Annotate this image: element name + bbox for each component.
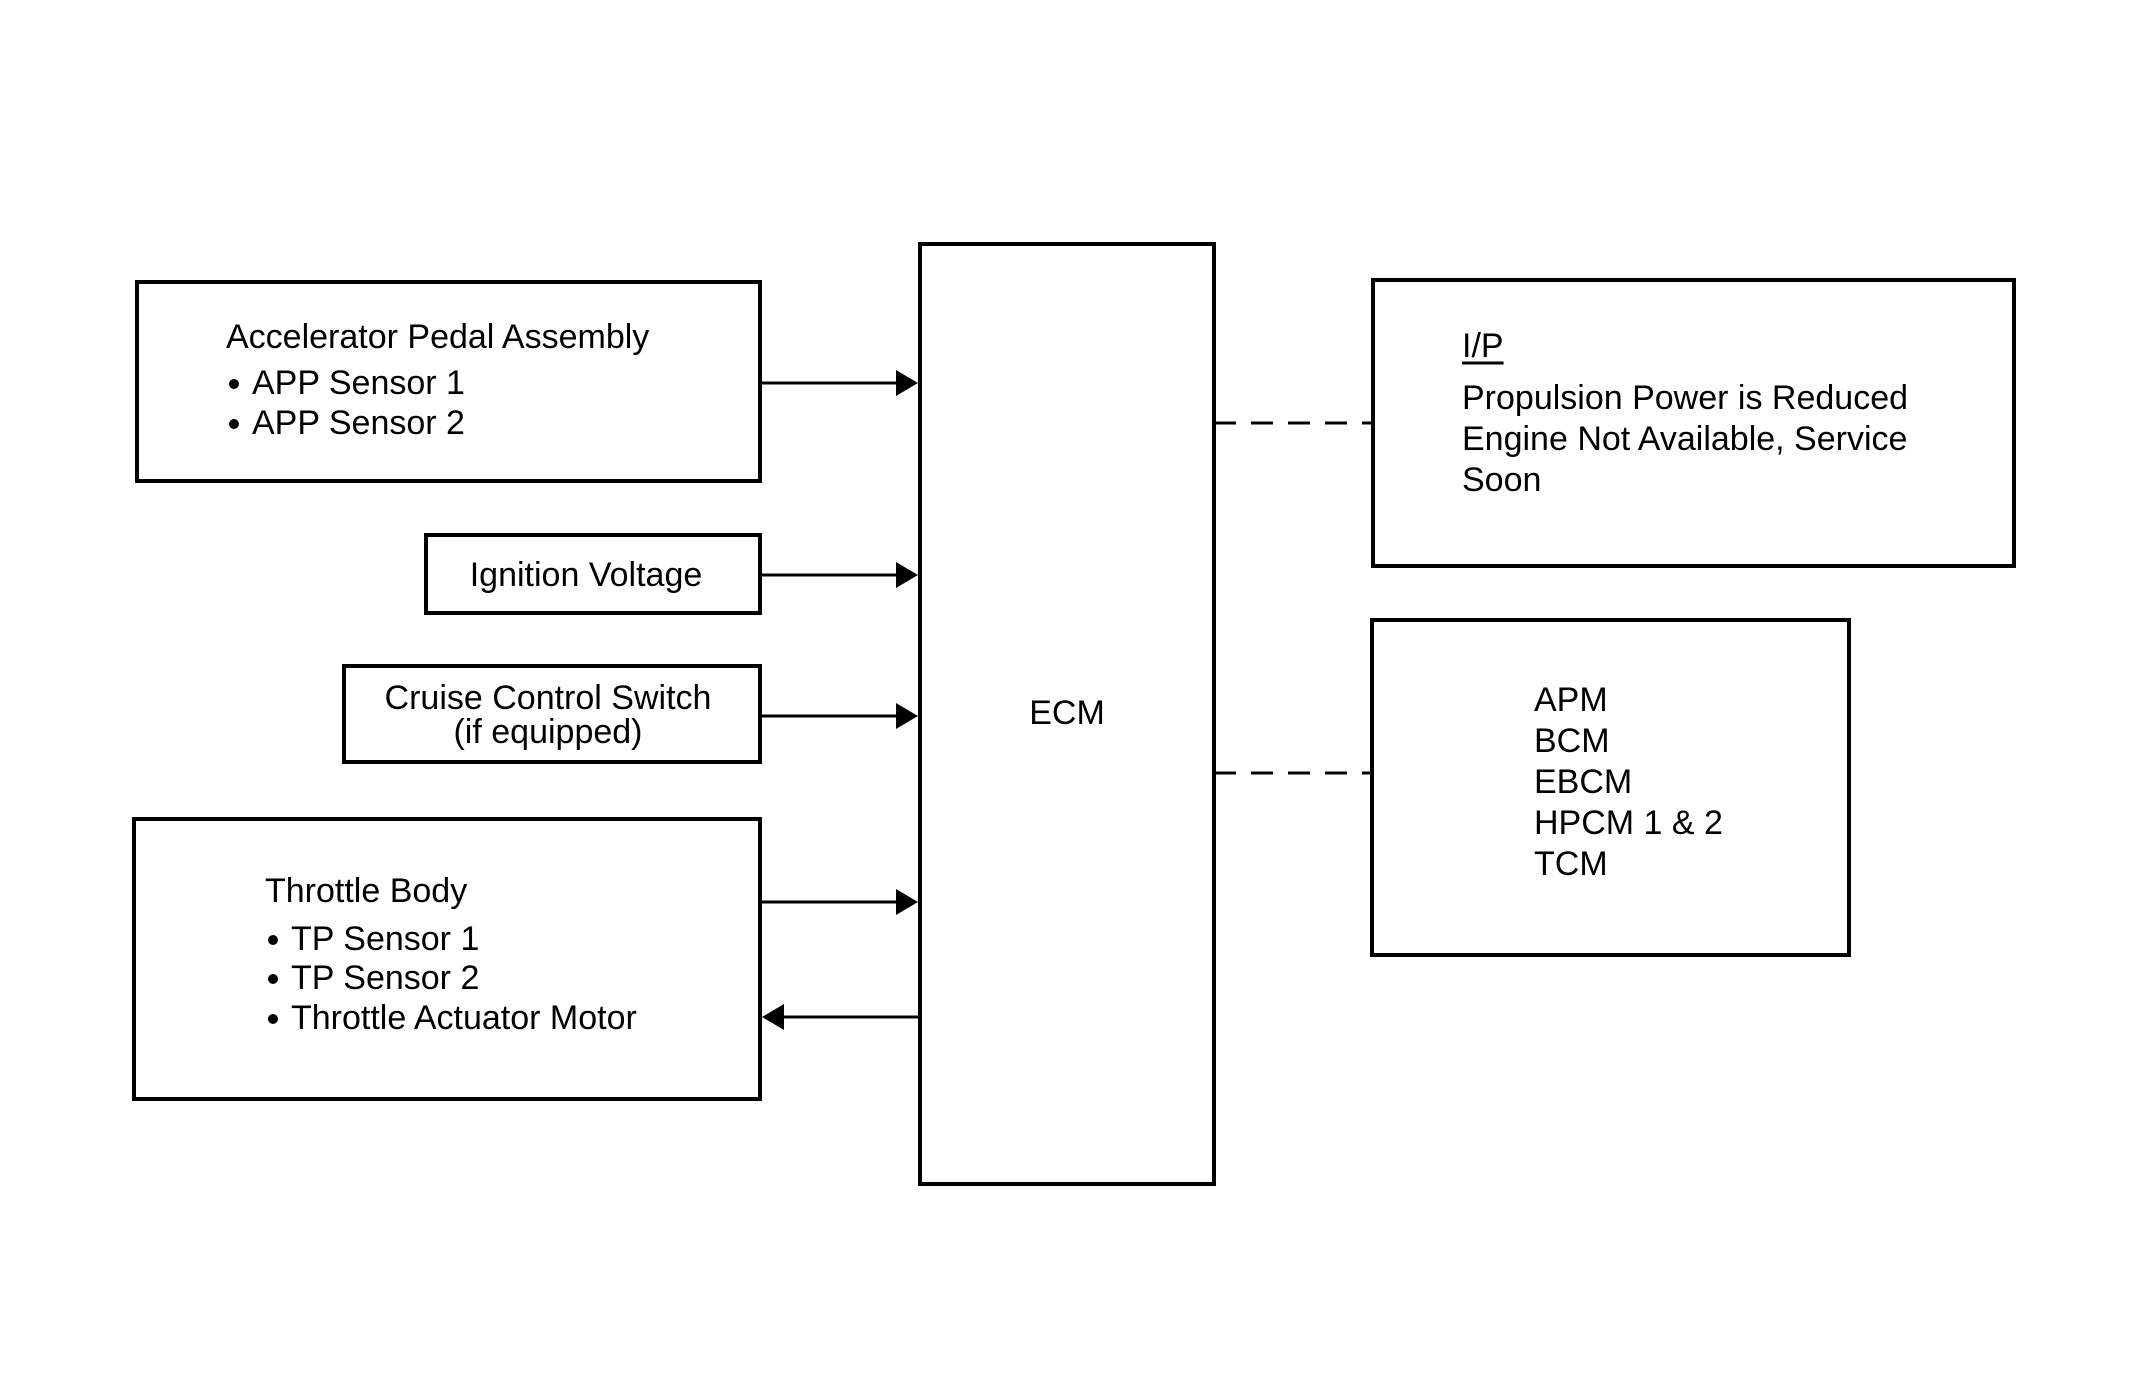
- bullet-icon: [229, 419, 239, 429]
- ignition-to-ecm-connector: [760, 562, 918, 588]
- bullet-icon: [229, 379, 239, 389]
- accelerator-pedal-title: Accelerator Pedal Assembly: [226, 318, 649, 356]
- modules-block: APM BCM EBCM HPCM 1 & 2 TCM: [1370, 618, 1851, 957]
- module-item: EBCM: [1534, 763, 1632, 801]
- throttle-body-title: Throttle Body: [265, 872, 467, 910]
- arrow-left-icon: [762, 1004, 784, 1030]
- ip-message-line: Engine Not Available, Service: [1462, 420, 1907, 458]
- throttle-body-item: TP Sensor 1: [291, 920, 479, 958]
- cruise-control-block: Cruise Control Switch (if equipped): [342, 664, 762, 764]
- throttle-body-block: Throttle Body TP Sensor 1 TP Sensor 2 Th…: [132, 817, 762, 1101]
- ignition-voltage-block: Ignition Voltage: [424, 533, 762, 615]
- bullet-icon: [268, 935, 278, 945]
- ecm-label: ECM: [1029, 694, 1105, 732]
- accelerator-pedal-item: APP Sensor 1: [252, 364, 465, 402]
- module-item: HPCM 1 & 2: [1534, 804, 1723, 842]
- arrow-right-icon: [896, 703, 918, 729]
- arrow-right-icon: [896, 370, 918, 396]
- throttle-to-ecm-connector: [760, 889, 918, 915]
- ignition-voltage-label: Ignition Voltage: [470, 556, 703, 594]
- ip-block: I/P Propulsion Power is Reduced Engine N…: [1371, 278, 2016, 568]
- cruise-control-note: (if equipped): [453, 713, 642, 751]
- module-item: TCM: [1534, 845, 1608, 883]
- ip-title: I/P: [1462, 327, 1504, 365]
- ip-message-line: Soon: [1462, 461, 1541, 499]
- ecm-to-throttle-connector: [762, 1004, 920, 1030]
- accelerator-pedal-item: APP Sensor 2: [252, 404, 465, 442]
- accelerator-pedal-block: Accelerator Pedal Assembly APP Sensor 1 …: [135, 280, 762, 483]
- module-item: APM: [1534, 681, 1608, 719]
- arrow-right-icon: [896, 562, 918, 588]
- arrow-right-icon: [896, 889, 918, 915]
- throttle-body-item: TP Sensor 2: [291, 959, 479, 997]
- ecm-block: ECM: [918, 242, 1216, 1186]
- throttle-body-item: Throttle Actuator Motor: [291, 999, 637, 1037]
- accelerator-to-ecm-connector: [760, 370, 918, 396]
- bullet-icon: [268, 974, 278, 984]
- module-item: BCM: [1534, 722, 1610, 760]
- bullet-icon: [268, 1014, 278, 1024]
- cruise-control-label: Cruise Control Switch: [385, 679, 712, 717]
- cruise-to-ecm-connector: [760, 703, 918, 729]
- ip-message-line: Propulsion Power is Reduced: [1462, 379, 1908, 417]
